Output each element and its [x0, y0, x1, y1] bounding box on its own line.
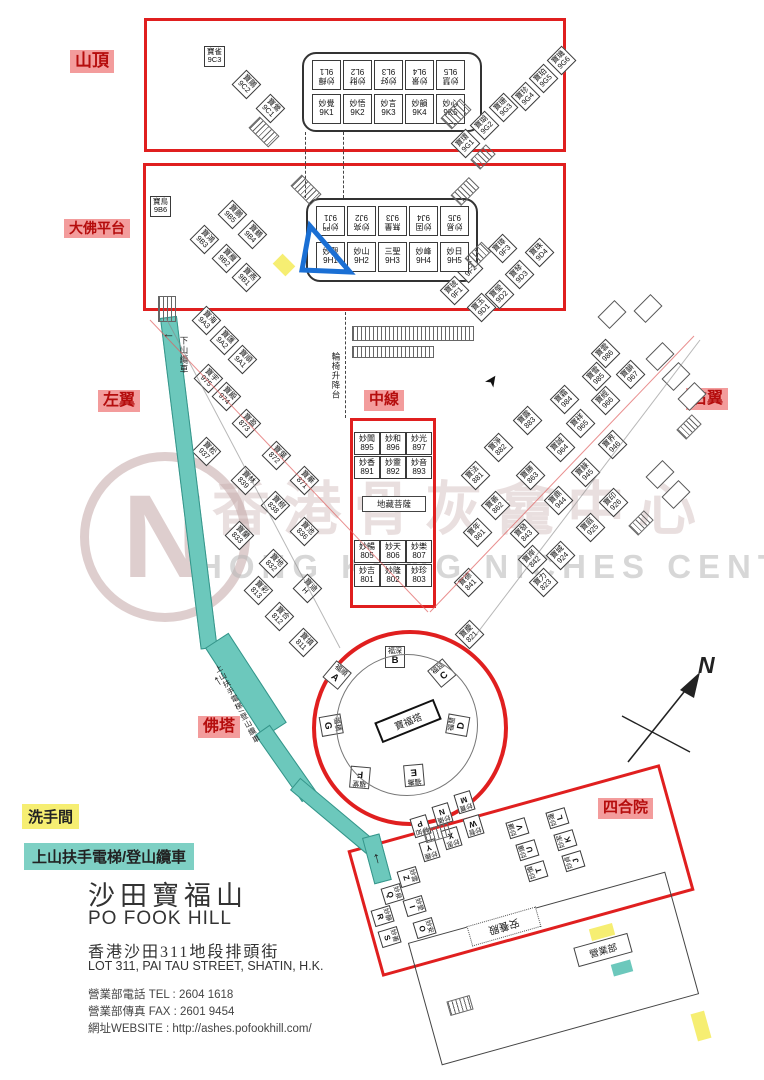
corridor-row: [352, 326, 474, 341]
ksitigarbha-shrine: 地藏菩薩: [362, 496, 426, 512]
wheelchair-lift-label: 輪椅升降台: [331, 352, 341, 400]
label-left-wing: 左翼: [98, 390, 141, 412]
down-arrow-icon: ←: [162, 326, 175, 341]
dashed-connector: [305, 132, 306, 198]
legend-escalator: 上山扶手電梯/登山纜車: [24, 843, 195, 870]
direction-arrow-icon: ➤: [481, 370, 502, 390]
fax-line: 營業部傳真 FAX : 2601 9454: [88, 1006, 235, 1018]
dashed-connector: [343, 132, 344, 198]
site-name-chinese: 沙田寶福山: [88, 881, 248, 911]
hilltop-red-box: [144, 18, 566, 152]
unlabeled-block: [633, 294, 663, 323]
label-hilltop: 山頂: [70, 50, 114, 73]
label-center-line: 中線: [364, 390, 405, 411]
compass: [621, 672, 700, 763]
unlabeled-block: [661, 362, 691, 391]
website-line[interactable]: 網址WEBSITE : http://ashes.pofookhill.com/: [88, 1023, 312, 1035]
site-name-english: PO FOOK HILL: [88, 908, 232, 929]
platform-red-box: [143, 163, 566, 311]
pagoda-inner-ring: [336, 654, 478, 796]
address-chinese: 香港沙田311地段排頭街: [88, 944, 280, 961]
dashed-connector: [345, 312, 346, 418]
label-pagoda: 佛塔: [198, 716, 241, 738]
label-courtyard: 四合院: [598, 798, 654, 819]
unlabeled-block: [597, 300, 627, 329]
compass-north-label: N: [698, 652, 715, 678]
compass-arrowhead-icon: [680, 672, 700, 698]
down-cable-car-label: 下山纜車: [179, 336, 189, 374]
compass-cross-line: [621, 715, 691, 753]
stairs: [676, 414, 702, 440]
stairs: [158, 296, 176, 322]
address-english: LOT 311, PAI TAU STREET, SHATIN, H.K.: [88, 959, 324, 973]
telephone-line: 營業部電話 TEL : 2604 1618: [88, 989, 234, 1001]
compass-needle: [627, 681, 693, 763]
corridor-row: [352, 346, 434, 358]
legend-restroom: 洗手間: [22, 804, 80, 829]
label-platform: 大佛平台: [64, 219, 130, 239]
unlabeled-block: [645, 342, 675, 371]
restroom-marker: [690, 1010, 712, 1042]
